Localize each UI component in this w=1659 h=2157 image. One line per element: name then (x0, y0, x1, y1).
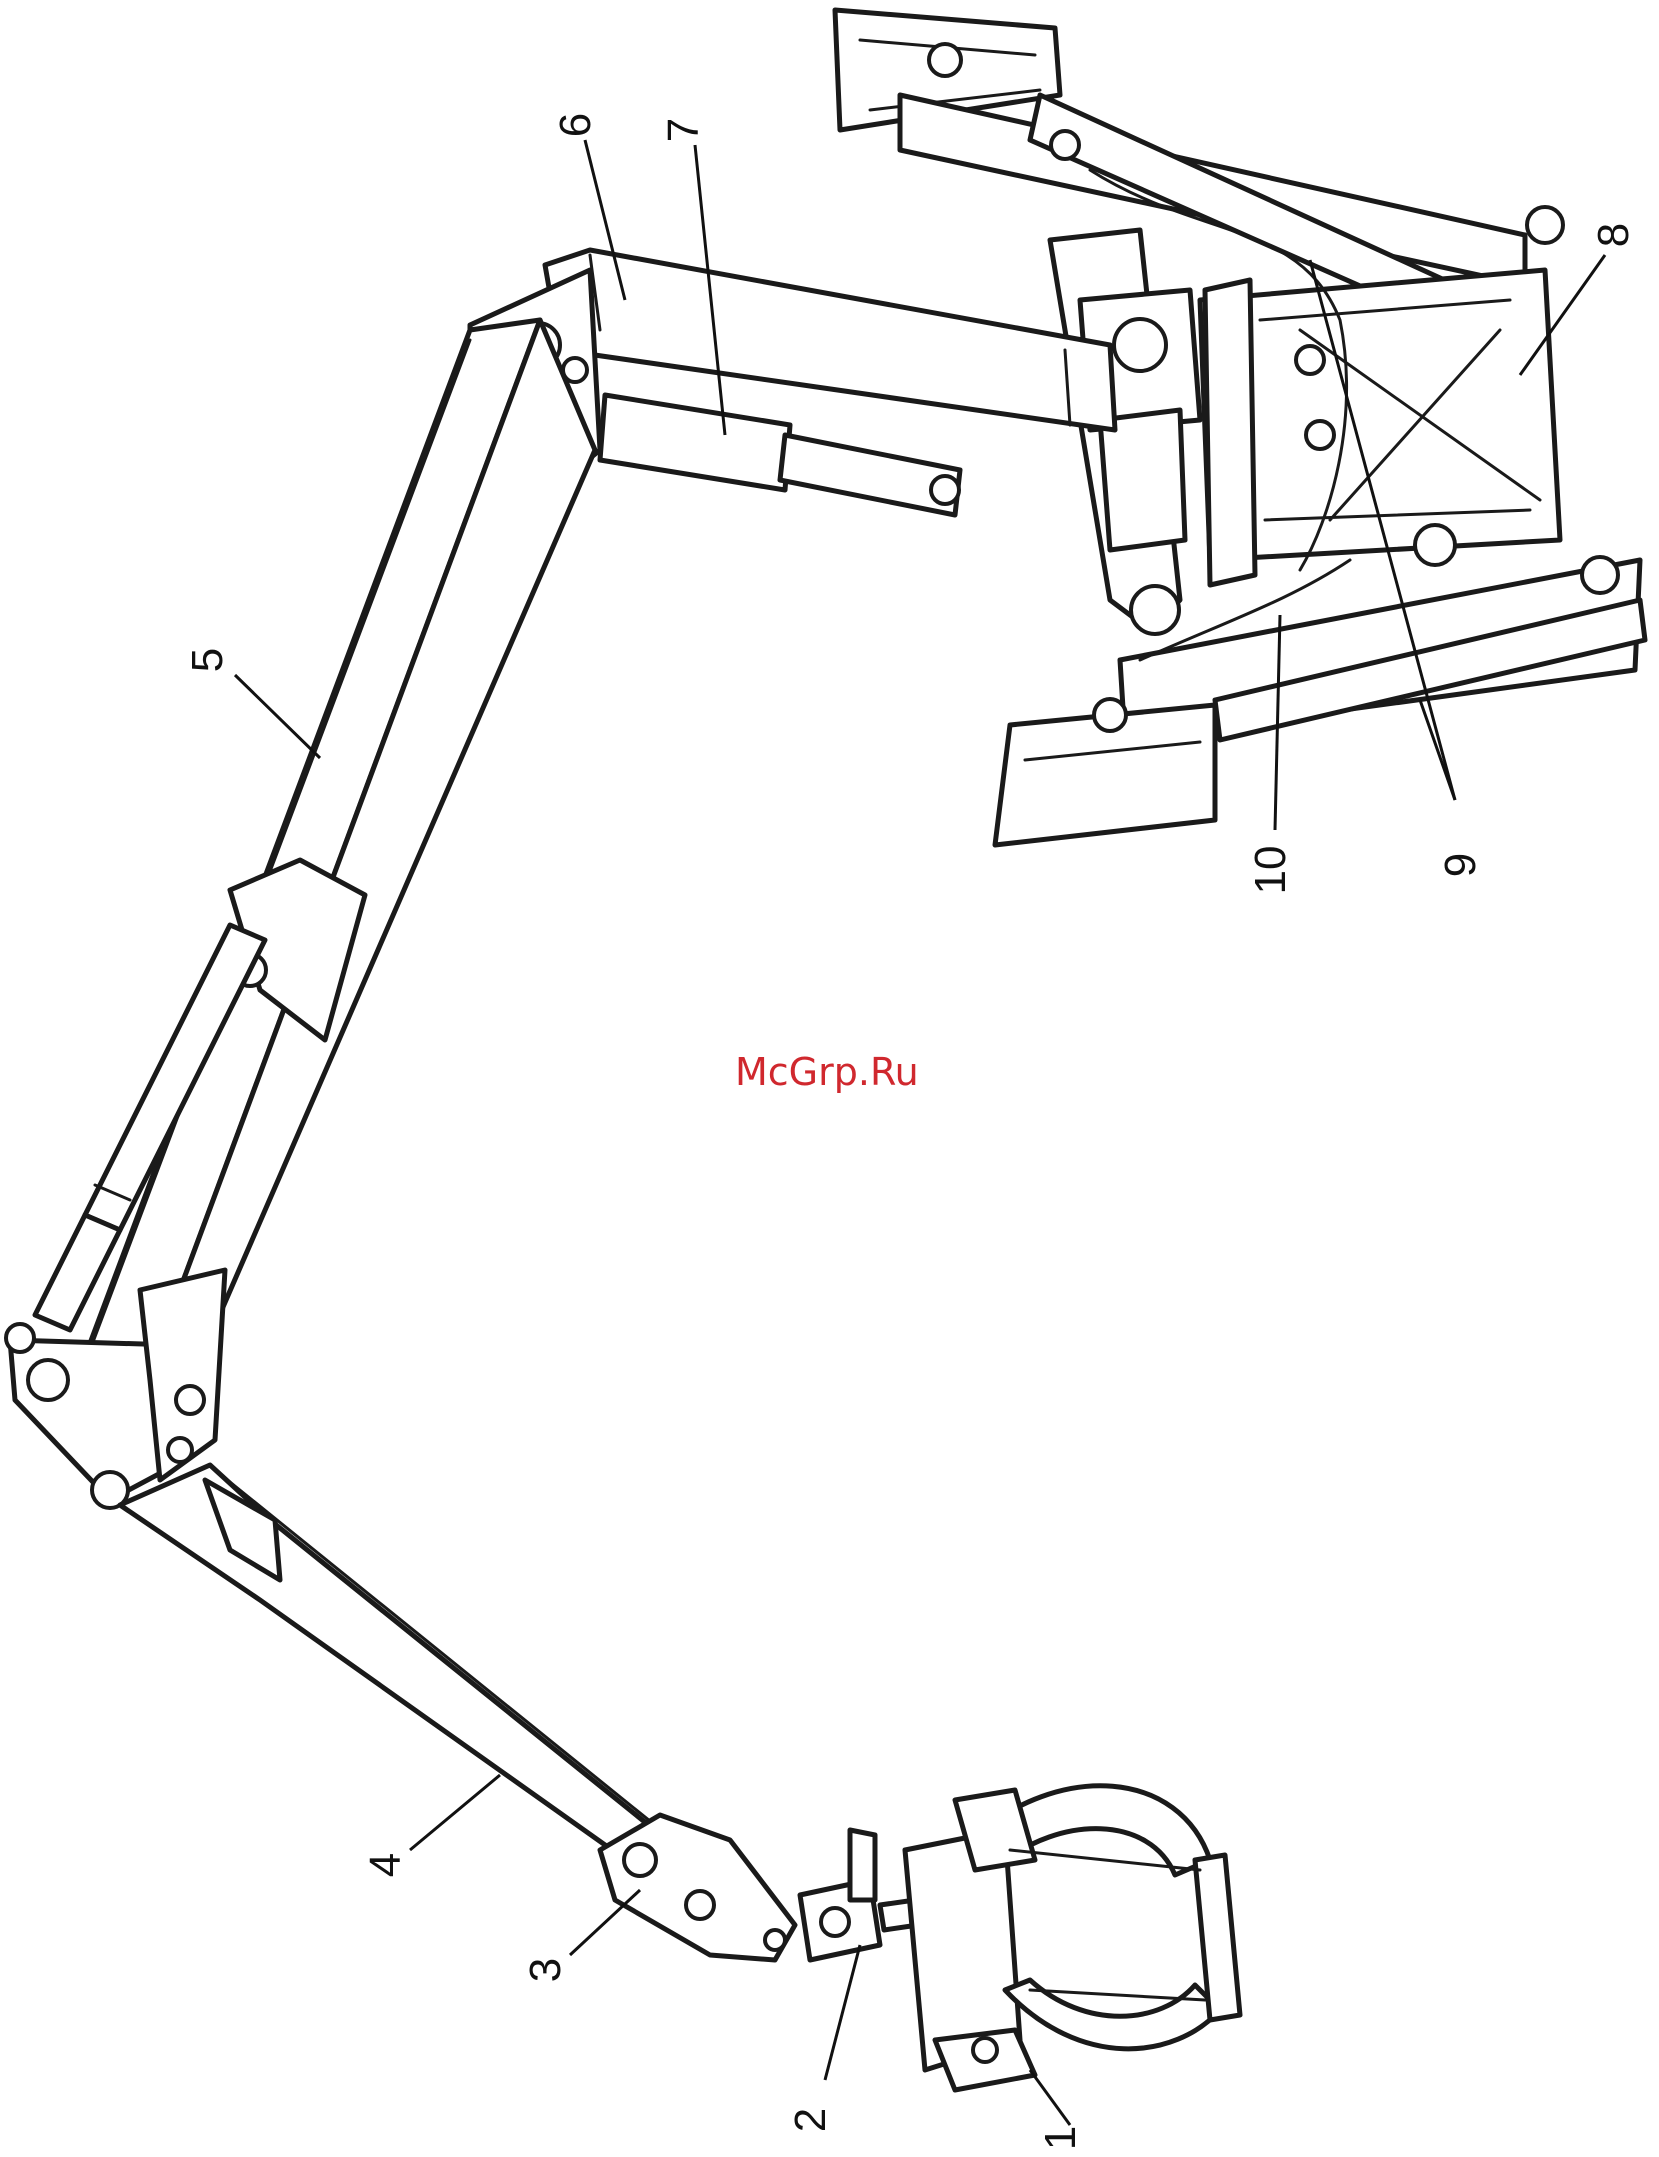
callout-4: 4 (361, 1853, 410, 1877)
watermark-text: McGrp.Ru (735, 1050, 919, 1094)
callout-8: 8 (1589, 223, 1638, 247)
rotator-mount-3 (600, 1815, 795, 1960)
callout-3: 3 (521, 1958, 570, 1982)
callout-10: 10 (1246, 846, 1295, 895)
base-frame (835, 10, 1645, 845)
cylinder-7 (600, 395, 960, 515)
callout-1: 1 (1036, 2126, 1085, 2150)
grapple-1 (905, 1786, 1240, 2090)
callout-7: 7 (659, 118, 708, 142)
callout-5: 5 (183, 648, 232, 672)
callout-6: 6 (551, 113, 600, 137)
callout-2: 2 (786, 2108, 835, 2132)
boom-5 (35, 320, 595, 1370)
rotator-2 (800, 1830, 918, 1960)
callout-9: 9 (1436, 853, 1485, 877)
